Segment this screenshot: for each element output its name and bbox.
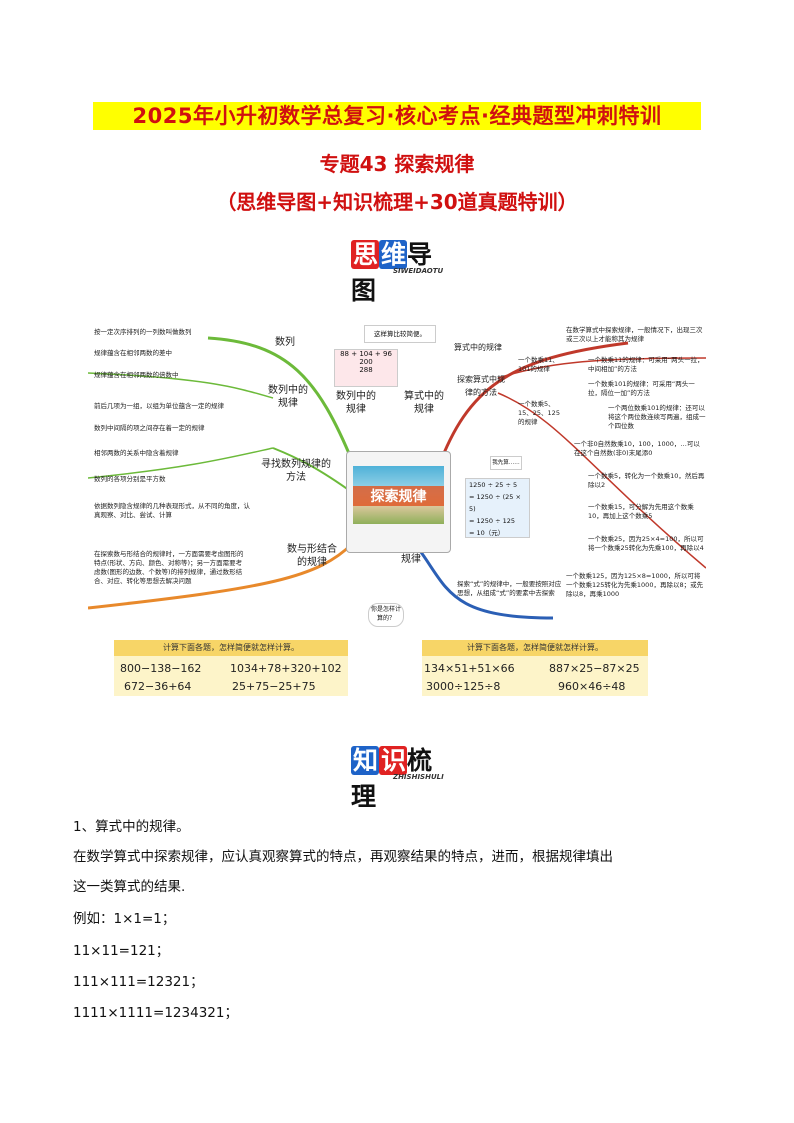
example-line: 1111×1111=1234321； — [73, 1005, 238, 1021]
section-heading: 1、算式中的规律。 — [73, 819, 190, 835]
topic-title: 专题43 探索规律 — [319, 152, 475, 176]
leaf-text: 相邻两数的关系中隐含着规律 — [94, 449, 179, 457]
practice-item: 887×25−87×25 — [549, 662, 640, 675]
node-shulie: 数列 — [275, 337, 295, 348]
leaf-text: 一个数乘25，因为25×4=100，所以可将一个数乘25转化为先乘100，再除以… — [588, 535, 704, 552]
node-method: 寻找数列规律的方法 — [261, 459, 331, 483]
demo-line: = 1250 ÷ 125 — [469, 517, 516, 525]
badge-pinyin: ZHISHISHULI — [393, 773, 444, 781]
badge-char: 导图 — [351, 240, 432, 305]
speech-bubble: 你是怎样计算的？ — [368, 603, 404, 627]
practice-item: 25+75−25+75 — [232, 680, 316, 693]
practice-item: 800−138−162 — [120, 662, 202, 675]
topic-subtitle: （思维导图+知识梳理+30道真题特训） — [216, 190, 578, 214]
demo-line: = 1250 ÷ (25 × 5) — [469, 493, 521, 513]
badge-char: 思 — [351, 240, 380, 269]
speech-bubble: 这样算比较简便。 — [364, 325, 436, 343]
practice-item: 134×51+51×66 — [424, 662, 515, 675]
leaf-text: 前后几项为一组，以组为单位蕴含一定的规律 — [94, 402, 224, 410]
example-line: 例如：1×1=1； — [73, 911, 176, 927]
node-suanshi: 算式中的规律 — [454, 343, 502, 352]
demo-line: 200 — [359, 358, 373, 366]
leaf-text: 一个数乘125，因为125×8=1000，所以可将一个数乘125转化为先乘100… — [566, 572, 704, 598]
knowledge-badge: 知识梳理 ZHISHISHULI — [345, 735, 449, 811]
leaf-text: 探索“式”的规律中，一般要按照对应思想，从组成“式”的要素中去探索 — [457, 580, 562, 597]
demo-calc-2: 1250 ÷ 25 ÷ 5 = 1250 ÷ (25 × 5) = 1250 ÷… — [465, 478, 530, 538]
practice-item: 3000÷125÷8 — [426, 680, 501, 693]
branch-shuxing: 数与形结合的规律 — [287, 544, 337, 568]
demo-calc-1: 88 + 104 + 96 200 288 — [334, 349, 398, 387]
practice-item: 672−36+64 — [124, 680, 192, 693]
paragraph: 这一类算式的结果. — [73, 879, 186, 895]
leaf-text: 数列中间隔的项之间存在着一定的规律 — [94, 424, 205, 432]
paragraph: 在数学算式中探索规律，应认真观察算式的特点，再观察结果的特点，进而，根据规律填出 — [73, 849, 613, 865]
practice-item: 1034+78+320+102 — [230, 662, 342, 675]
demo-line: 288 — [359, 366, 373, 374]
practice-heading: 计算下面各题，怎样简便就怎样计算。 — [422, 640, 648, 656]
node-shulie-rule: 数列中的规律 — [268, 385, 308, 409]
demo-line: 88 + 104 + 96 — [340, 350, 392, 358]
practice-item: 960×46÷48 — [558, 680, 626, 693]
demo-line: 1250 ÷ 25 ÷ 5 — [469, 481, 518, 489]
leaf-text: 一个数乘11、101的规律 — [518, 356, 559, 373]
mind-map-badge: 思维导图 SIWEIDAOTU — [345, 229, 449, 305]
center-title: 探索规律 — [353, 486, 444, 506]
leaf-text: 一个数乘15，可分解为先用这个数乘10，再加上这个数乘5 — [588, 503, 694, 520]
leaf-text: 规律蕴含在相邻两数的差中 — [94, 349, 172, 357]
badge-char: 识 — [379, 746, 408, 775]
badge-pinyin: SIWEIDAOTU — [393, 267, 444, 275]
practice-box-left: 计算下面各题，怎样简便就怎样计算。 800−138−162 1034+78+32… — [114, 640, 348, 696]
center-node: 探索规律 — [346, 451, 451, 553]
practice-heading: 计算下面各题，怎样简便就怎样计算。 — [114, 640, 348, 656]
node-suanshi-method: 探索算式中规律的方法 — [457, 375, 505, 397]
leaf-text: 一个非0自然数乘10，100，1000，…可以在这个自然数(非0)末尾添0 — [574, 440, 700, 457]
leaf-text: 按一定次序排列的一列数叫做数列 — [94, 328, 192, 336]
branch-shulie: 数列中的规律 — [336, 391, 376, 415]
practice-box-right: 计算下面各题，怎样简便就怎样计算。 134×51+51×66 887×25−87… — [422, 640, 648, 696]
badge-char: 维 — [379, 240, 408, 269]
leaf-text: 在探索数与形结合的规律时，一方面需要考虑图形的特点(形状、方向、颜色、对称等)；… — [94, 550, 244, 585]
leaf-text: 依据数列隐含规律的几种表现形式，从不同的角度，认真观察、对比、尝试、计算 — [94, 502, 250, 519]
leaf-text: 在数学算式中探索规律，一般情况下，出现三次或三次以上才能称其为规律 — [566, 326, 703, 343]
leaf-text: 一个数乘11的规律：可采用“两头一拉，中间相加”的方法 — [588, 356, 704, 373]
example-line: 111×111=12321； — [73, 974, 204, 990]
leaf-text: 一个数乘101的规律：可采用“两头一拉，隔位一加”的方法 — [588, 380, 695, 397]
branch-suanshi: 算式中的规律 — [404, 391, 444, 415]
demo-line: = 10（元） — [469, 529, 505, 537]
example-line: 11×11=121； — [73, 943, 170, 959]
leaf-text: 规律蕴含在相邻两数的倍数中 — [94, 371, 179, 379]
badge-char: 知 — [351, 746, 380, 775]
document-title: 2025年小升初数学总复习·核心考点·经典题型冲刺特训 — [93, 102, 701, 130]
mind-map: 按一定次序排列的一列数叫做数列 规律蕴含在相邻两数的差中 规律蕴含在相邻两数的倍… — [88, 318, 706, 698]
leaf-text: 一个数乘5，转化为一个数乘10，然后再除以2 — [588, 472, 705, 489]
mind-map-lines — [88, 336, 706, 620]
badge-char: 梳理 — [351, 746, 432, 811]
leaf-text: 数列的各项分别是平方数 — [94, 475, 166, 483]
leaf-text: 一个数乘5、15、25、125的规律 — [518, 400, 560, 426]
speech-bubble: 我先算…… — [490, 456, 522, 470]
leaf-text: 一个两位数乘101的规律：还可以将这个两位数连续写两遍，组成一个四位数 — [608, 404, 706, 430]
